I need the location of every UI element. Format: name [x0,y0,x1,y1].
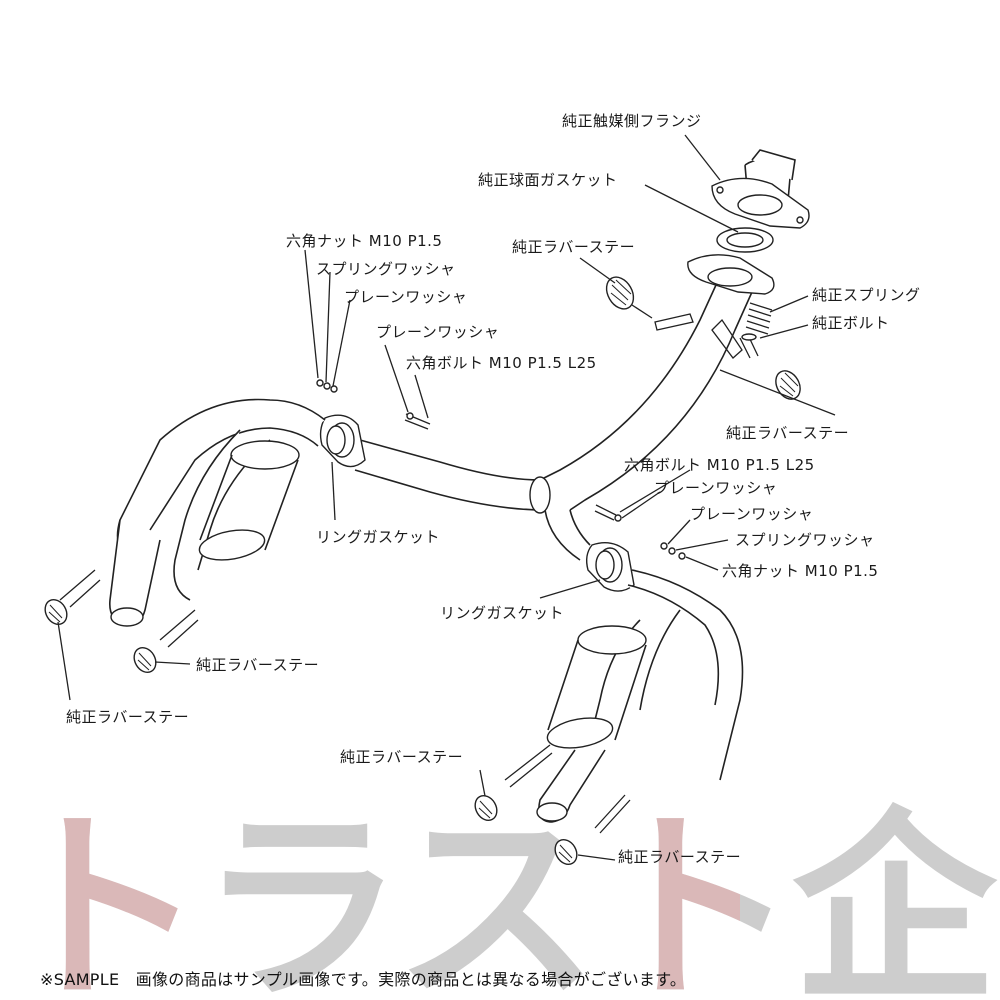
label-hex-bolt-right: 六角ボルト M10 P1.5 L25 [624,456,815,474]
rubber-stay-center [474,794,498,822]
label-oem-rubber-stay-bottom-right: 純正ラバーステー [618,848,742,866]
rubber-stay-left-a [44,598,68,626]
catalyst-flange [711,177,810,229]
label-hex-nut-right: 六角ナット M10 P1.5 [722,562,879,580]
rubber-stay-left-b [133,646,157,674]
label-plain-washer-right-1: プレーンワッシャ [654,479,778,497]
rubber-stay-top [605,276,653,319]
label-oem-rubber-stay-right: 純正ラバーステー [726,424,850,442]
right-muffler [504,569,744,834]
oem-spring-part [739,302,773,359]
front-y-pipe [354,149,796,561]
label-plain-washer-right-2: プレーンワッシャ [690,505,814,523]
label-hex-bolt-left: 六角ボルト M10 P1.5 L25 [406,354,597,372]
left-fasteners [316,379,431,430]
leader-lines [57,134,836,861]
label-oem-spherical-gasket: 純正球面ガスケット [478,171,618,189]
watermark: トラスト企画 トラスト企画 [0,791,1000,1000]
label-oem-rubber-stay-left-low: 純正ラバーステー [196,656,320,674]
label-oem-spring: 純正スプリング [812,286,921,304]
sample-disclaimer: ※SAMPLE 画像の商品はサンプル画像です。実際の商品とは異なる場合がございま… [40,970,687,989]
pipe-flange [687,254,775,295]
left-ring-flange [319,414,366,468]
label-ring-gasket-right: リングガスケット [440,604,565,622]
label-hex-nut-left: 六角ナット M10 P1.5 [286,232,443,250]
label-ring-gasket-left: リングガスケット [316,528,441,546]
label-spring-washer-right: スプリングワッシャ [735,531,875,549]
right-ring-flange [585,542,635,592]
rubber-stay-right [775,370,801,400]
watermark-text: トラスト企画 [0,791,1000,1000]
label-oem-rubber-stay-top: 純正ラバーステー [512,238,636,256]
label-oem-rubber-stay-center: 純正ラバーステー [340,748,464,766]
label-plain-washer-left-2: プレーンワッシャ [376,323,500,341]
label-spring-washer-left: スプリングワッシャ [316,260,456,278]
label-plain-washer-left-1: プレーンワッシャ [344,288,468,306]
rubber-stay-bottom-right [554,838,578,866]
label-oem-bolt: 純正ボルト [812,314,890,332]
label-oem-catalyst-flange: 純正触媒側フランジ [562,112,702,130]
spherical-gasket [716,227,774,253]
label-oem-rubber-stay-left-bottom: 純正ラバーステー [66,708,190,726]
right-fasteners [594,504,686,560]
left-muffler [59,398,326,648]
